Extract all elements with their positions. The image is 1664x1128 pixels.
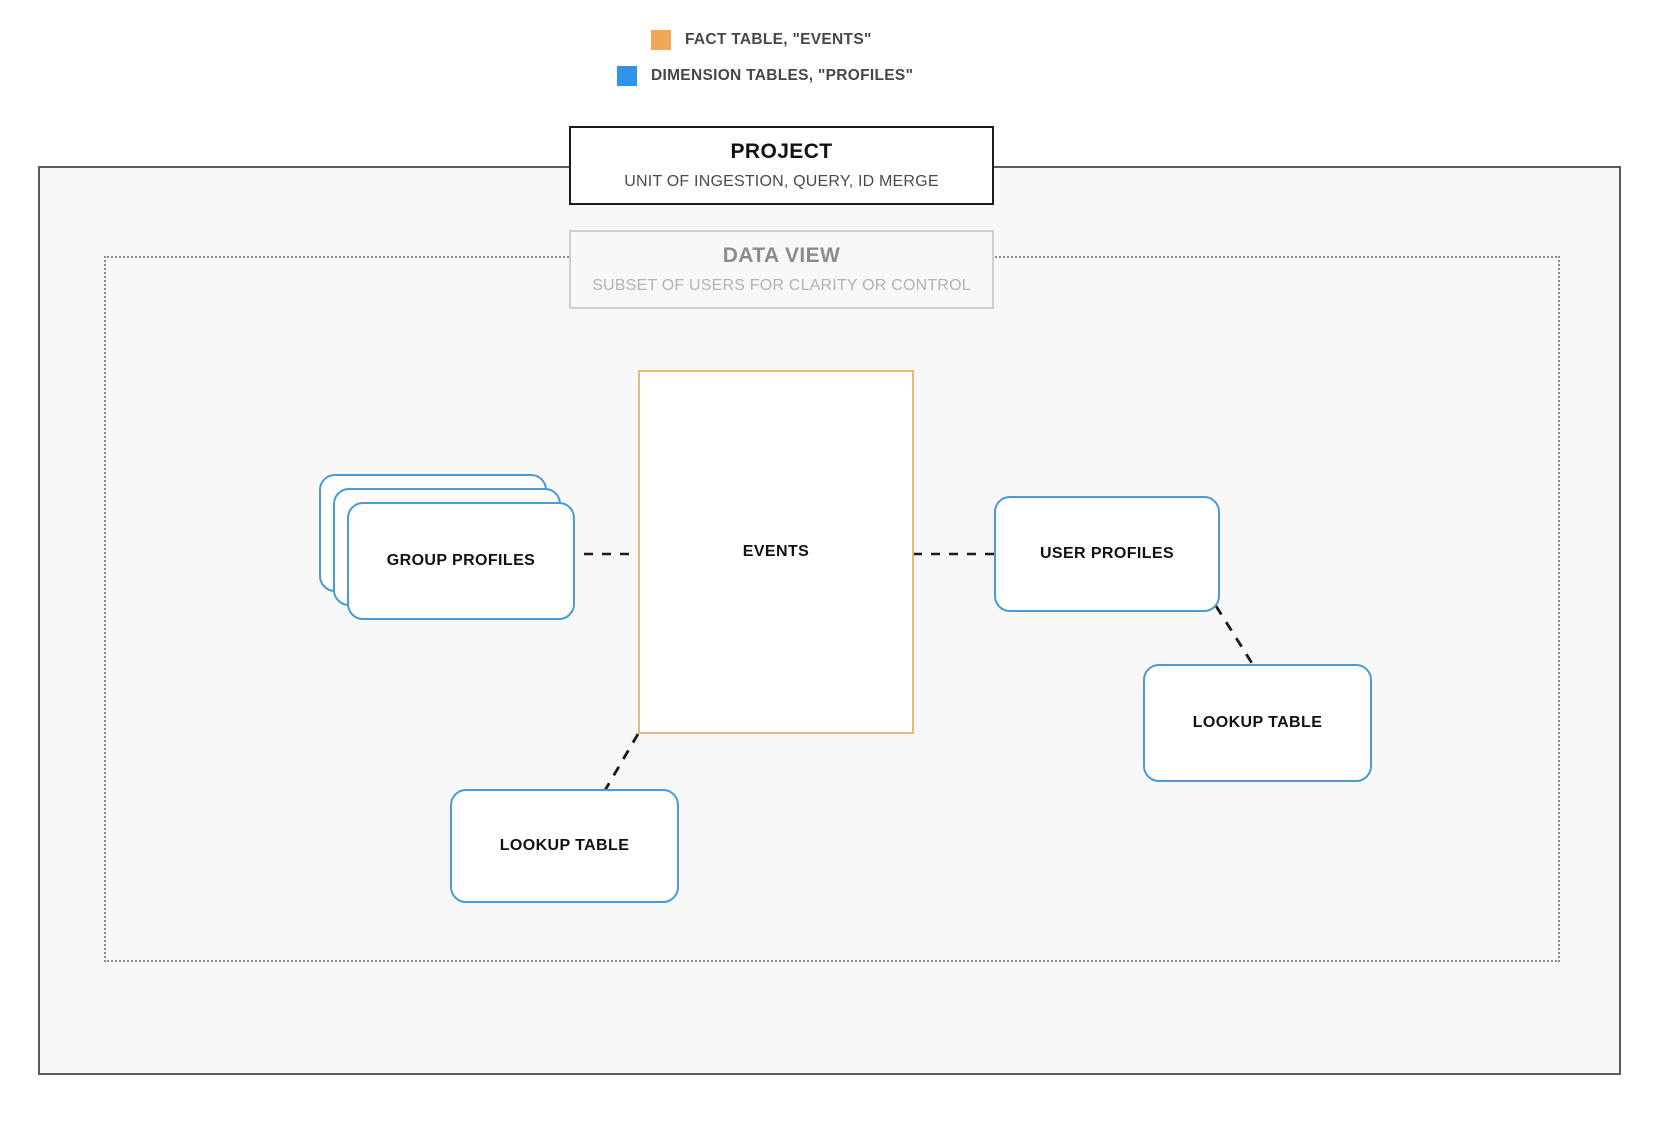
legend: FACT TABLE, "EVENTS" DIMENSION TABLES, "… [0, 26, 1664, 98]
data-view-header-label: DATA VIEW SUBSET OF USERS FOR CLARITY OR… [569, 230, 994, 309]
node-group-profiles-label: GROUP PROFILES [386, 552, 536, 569]
node-events-label: EVENTS [742, 543, 810, 560]
legend-item-fact-table: FACT TABLE, "EVENTS" [0, 26, 1664, 54]
square-swatch-icon [651, 30, 671, 50]
node-lookup-table-left[interactable]: LOOKUP TABLE [450, 789, 679, 903]
node-user-profiles[interactable]: USER PROFILES [994, 496, 1220, 612]
node-group-profiles[interactable]: GROUP PROFILES [347, 502, 575, 620]
node-lookup-table-right-label: LOOKUP TABLE [1192, 714, 1323, 731]
project-title: PROJECT [730, 140, 833, 164]
project-subtitle: UNIT OF INGESTION, QUERY, ID MERGE [624, 172, 939, 190]
legend-item-dimension-tables: DIMENSION TABLES, "PROFILES" [0, 62, 1664, 90]
node-events[interactable]: EVENTS [638, 370, 914, 734]
legend-item-label: FACT TABLE, "EVENTS" [685, 31, 872, 48]
data-view-title: DATA VIEW [722, 244, 841, 268]
node-lookup-table-right[interactable]: LOOKUP TABLE [1143, 664, 1372, 782]
legend-item-label: DIMENSION TABLES, "PROFILES" [651, 67, 914, 84]
square-swatch-icon [617, 66, 637, 86]
project-header-label: PROJECT UNIT OF INGESTION, QUERY, ID MER… [569, 126, 994, 205]
node-lookup-table-left-label: LOOKUP TABLE [499, 837, 630, 854]
data-view-subtitle: SUBSET OF USERS FOR CLARITY OR CONTROL [592, 276, 971, 294]
node-user-profiles-label: USER PROFILES [1039, 545, 1175, 562]
